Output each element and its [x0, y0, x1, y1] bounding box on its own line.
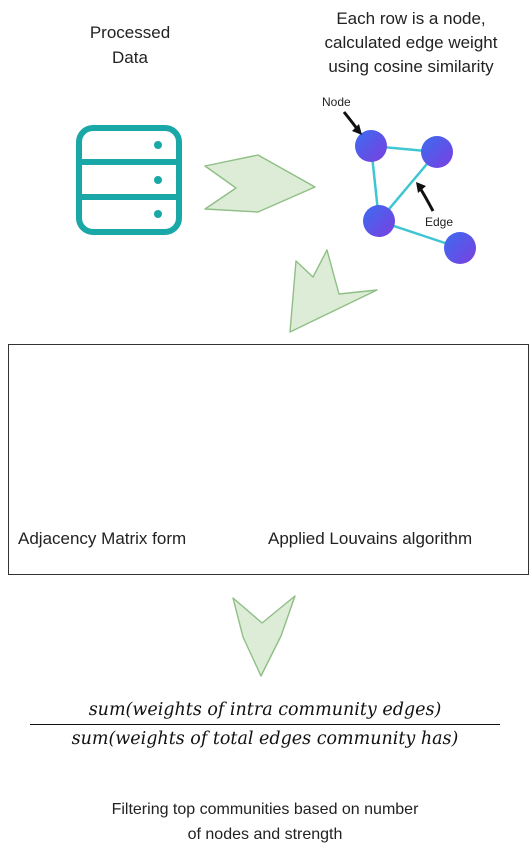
filtering-caption: Filtering top communities based on numbe…	[111, 801, 419, 843]
graph-node	[444, 232, 476, 264]
graph-node	[421, 136, 453, 168]
louvain-label: Applied Louvains algorithm	[268, 529, 473, 548]
graph-node	[355, 130, 387, 162]
small-graph	[342, 111, 476, 264]
formula-denominator: sum(weights of total edges community has…	[71, 729, 459, 750]
graph-node	[363, 205, 395, 237]
database-icon	[76, 125, 182, 235]
arrow-down-icon	[232, 595, 296, 677]
processed-data-label: Processed Data	[89, 23, 171, 67]
fraction-bar	[30, 724, 500, 726]
arrow-down-left-icon	[289, 249, 378, 333]
formula-numerator: sum(weights of intra community edges)	[88, 700, 442, 720]
node-label: Node	[322, 95, 351, 109]
matrix-panel	[8, 344, 529, 575]
edge-label: Edge	[425, 215, 453, 229]
edge-pointer-arrow	[418, 187, 435, 212]
modularity-formula: sum(weights of intra community edges) su…	[20, 700, 510, 749]
graph-caption: Each row is a node, calculated edge weig…	[324, 9, 498, 76]
arrow-right-icon	[204, 154, 316, 213]
adjacency-matrix-label: Adjacency Matrix form	[18, 529, 187, 548]
